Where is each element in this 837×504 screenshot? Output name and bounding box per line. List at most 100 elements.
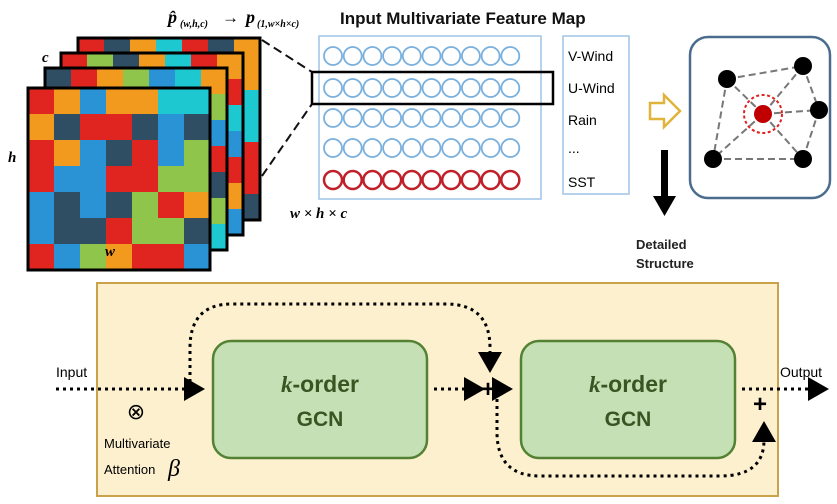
feature-circle — [500, 78, 521, 98]
detail-label-line2: Structure — [636, 256, 694, 271]
feature-circle — [382, 138, 403, 158]
feature-circle — [342, 108, 363, 128]
down-arrow-shaft — [661, 150, 668, 198]
feature-circle — [441, 108, 462, 128]
feature-circle-sst — [480, 169, 501, 191]
feature-circle — [460, 108, 481, 128]
gcn-block-2 — [519, 339, 737, 460]
formula-lhs: p̂ — [166, 7, 177, 27]
graph-center-node — [754, 105, 772, 123]
feature-circle — [441, 78, 462, 98]
graph-node — [704, 150, 722, 168]
neighborhood-ring — [743, 94, 783, 134]
projection-line-bottom — [261, 103, 313, 177]
sum-node-1: + — [481, 376, 495, 403]
sum-node-2: + — [753, 391, 767, 418]
variable-list-box — [562, 35, 630, 195]
feature-circle — [342, 138, 363, 158]
feature-circle — [460, 138, 481, 158]
feature-circle — [460, 46, 481, 66]
attention-label-line2: Attention — [104, 462, 155, 477]
feature-circle-sst — [322, 169, 344, 191]
variable-sst: SST — [568, 174, 596, 190]
feature-circle — [382, 108, 403, 128]
attention-beta: β — [167, 456, 180, 482]
hollow-right-arrow-icon — [648, 91, 682, 131]
feature-circle-sst — [362, 169, 383, 191]
variable-ellipsis: ... — [568, 140, 580, 156]
graph-node — [794, 57, 812, 75]
gcn1-label: GCN — [297, 408, 344, 431]
feature-circle — [421, 46, 442, 66]
feature-circle — [362, 78, 383, 98]
feature-map-cube-stack — [26, 36, 262, 272]
feature-circle — [342, 46, 363, 66]
feature-circle — [421, 138, 442, 158]
variable-rain: Rain — [568, 112, 597, 128]
feature-circle — [362, 46, 383, 66]
flattened-vector-circles — [322, 46, 521, 191]
multiply-icon: ⊗ — [127, 400, 145, 425]
formula-rhs: p — [244, 7, 255, 27]
feature-circle — [401, 78, 422, 98]
feature-circle-sst — [440, 169, 462, 191]
input-label: Input — [56, 364, 87, 380]
graph-node — [810, 101, 828, 119]
cube-label-w: w — [105, 244, 116, 260]
graph-node — [718, 70, 736, 88]
feature-circle — [460, 78, 481, 98]
attention-label-line1: Multivariate — [104, 436, 170, 451]
formula-arrow: → — [222, 8, 239, 27]
feature-circle-sst — [342, 169, 363, 191]
cube-label-c: c — [42, 50, 49, 66]
detail-label-line1: Detailed — [636, 237, 687, 252]
feature-circle-sst — [460, 169, 482, 191]
feature-circle-sst — [421, 169, 442, 191]
feature-circle — [500, 108, 521, 128]
feature-circle — [362, 108, 383, 128]
down-arrow-icon — [653, 196, 676, 216]
flow-lines — [56, 302, 829, 478]
feature-circle — [421, 108, 442, 128]
feature-circle — [401, 138, 422, 158]
feature-circle — [441, 46, 462, 66]
gcn1-title: k-order — [281, 371, 359, 397]
gcn2-label: GCN — [605, 408, 652, 431]
feature-circle-sst — [381, 169, 403, 191]
output-label: Output — [780, 364, 822, 380]
formula: p̂ (w,h,c) → p (1,w×h×c) — [166, 7, 299, 30]
selected-row-highlight — [310, 70, 555, 106]
flatten-dimension-label: w × h × c — [290, 206, 347, 222]
variable-u-wind: U-Wind — [568, 80, 615, 96]
feature-circle — [421, 78, 442, 98]
gcn-block-1 — [211, 339, 429, 460]
feature-circle — [323, 108, 343, 128]
feature-circle — [480, 78, 501, 98]
feature-circle — [500, 46, 521, 66]
variable-v-wind: V-Wind — [568, 48, 613, 64]
feature-circle — [441, 138, 462, 158]
feature-circle — [401, 108, 422, 128]
feature-circle — [323, 78, 343, 98]
feature-circle — [323, 138, 343, 158]
feature-circle — [323, 46, 343, 66]
feature-circle — [480, 108, 501, 128]
formula-lhs-sub: (w,h,c) — [180, 19, 208, 30]
feature-circle-sst — [401, 169, 423, 191]
gcn2-title: k-order — [589, 371, 667, 397]
feature-circle — [342, 78, 363, 98]
feature-circle-sst — [500, 169, 521, 191]
feature-circle — [500, 138, 521, 158]
formula-rhs-sub: (1,w×h×c) — [257, 19, 299, 30]
feature-circle — [382, 78, 403, 98]
cube-label-h: h — [8, 150, 16, 166]
feature-circle — [362, 138, 383, 158]
projection-line-top — [261, 39, 313, 73]
feature-circle — [480, 138, 501, 158]
feature-map-layer — [26, 86, 212, 272]
feature-circle — [382, 46, 403, 66]
graph-node — [794, 150, 812, 168]
feature-map-title: Input Multivariate Feature Map — [340, 9, 586, 28]
feature-circle — [401, 46, 422, 66]
